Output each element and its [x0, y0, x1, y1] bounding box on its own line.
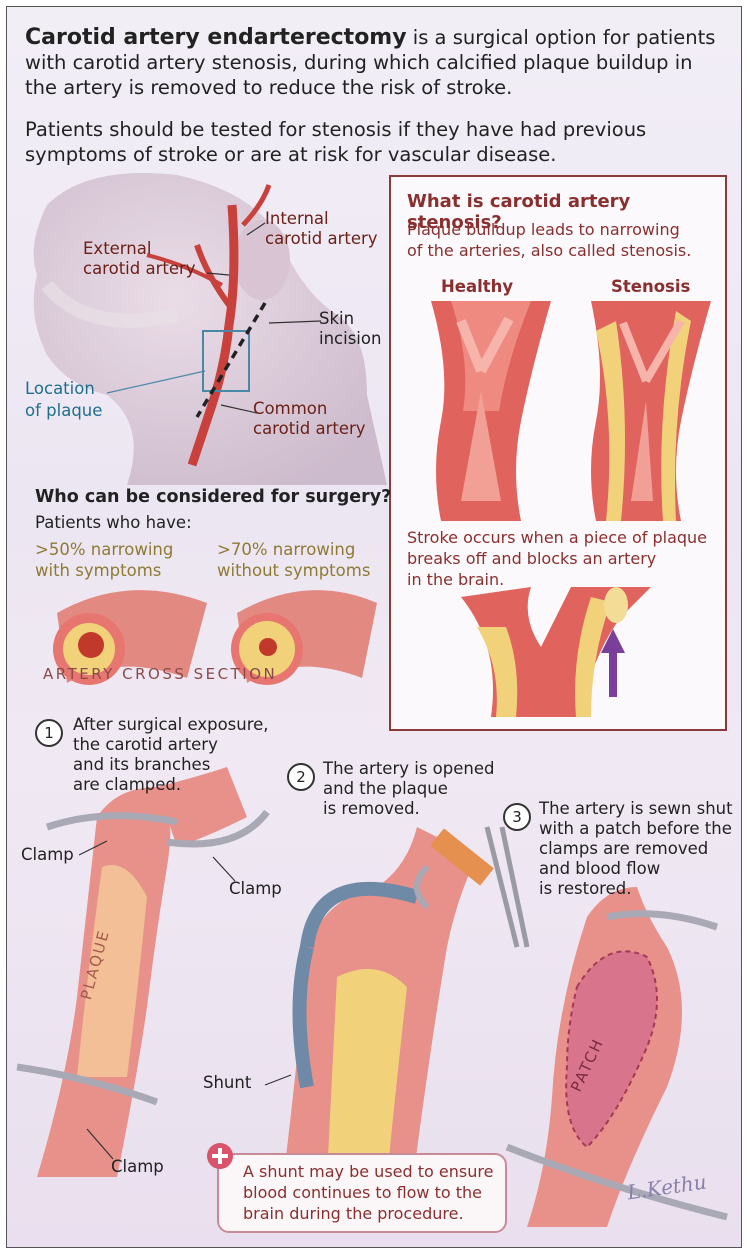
stenosis-box-text-1: Plaque buildup leads to narrowing [407, 220, 680, 239]
internal-carotid-label-1: Internal [265, 209, 329, 228]
external-carotid-label-1: External [83, 239, 152, 258]
stroke-artery-illustration [461, 587, 651, 717]
surgery-candidates-title: Who can be considered for surgery? [35, 487, 392, 507]
shunt-label: Shunt [203, 1073, 252, 1092]
head-neck-illustration [33, 173, 388, 485]
artery-comparison-illustration [431, 301, 711, 521]
common-carotid-label-2: carotid artery [253, 419, 366, 438]
surgery-candidates-subtitle: Patients who have: [35, 513, 192, 532]
step-2-number: 2 [287, 763, 315, 791]
stroke-text-1: Stroke occurs when a piece of plaque [407, 528, 708, 547]
infographic-frame: Carotid artery endarterectomy is a surgi… [6, 6, 742, 1248]
step-3-line-1: The artery is sewn shut [539, 799, 733, 818]
intro-text-1: is a surgical option for patients with c… [25, 26, 716, 99]
step-1-line-2: the carotid artery [73, 735, 218, 754]
external-carotid-label-2: carotid artery [83, 259, 196, 278]
step-3-number: 3 [503, 803, 531, 831]
clamp-label-3: Clamp [111, 1157, 164, 1176]
clamp-label-2: Clamp [229, 879, 282, 898]
option-50-percent-1: >50% narrowing [35, 540, 174, 559]
stenosis-box-title: What is carotid artery stenosis? [407, 191, 631, 233]
stenosis-info-box: What is carotid artery stenosis? Plaque … [389, 175, 727, 731]
stenosis-label: Stenosis [611, 277, 691, 296]
option-50-percent-2: with symptoms [35, 561, 162, 580]
step-3-line-5: is restored. [539, 879, 632, 898]
intro-paragraph: Carotid artery endarterectomy is a surgi… [25, 25, 725, 100]
cross-section-label: ARTERY CROSS SECTION [43, 665, 278, 683]
common-carotid-label-1: Common [253, 399, 328, 418]
skin-incision-label-1: Skin [319, 309, 355, 328]
stenosis-box-text-2: of the arteries, also called stenosis. [407, 241, 692, 260]
step-2-line-3: is removed. [323, 799, 420, 818]
stroke-text-3: in the brain. [407, 570, 505, 589]
option-70-percent-2: without symptoms [217, 561, 371, 580]
step-2-line-1: The artery is opened [323, 759, 495, 778]
artery-cross-sections [53, 590, 377, 685]
shunt-note-box: A shunt may be used to ensure blood cont… [207, 1143, 507, 1233]
medical-cross-icon [207, 1143, 233, 1169]
stroke-text-2: breaks off and blocks an artery [407, 549, 657, 568]
plaque-location-label-1: Location [25, 379, 95, 398]
shunt-note-line-3: brain during the procedure. [243, 1204, 464, 1223]
intro-text-2: Patients should be tested for stenosis i… [25, 118, 647, 166]
step-1-line-3: and its branches [73, 755, 211, 774]
step-3-line-3: clamps are removed [539, 839, 709, 858]
healthy-label: Healthy [441, 277, 514, 296]
step-1-line-4: are clamped. [73, 775, 182, 794]
internal-carotid-label-2: carotid artery [265, 229, 378, 248]
skin-incision-label-2: incision [319, 329, 382, 348]
step-1-line-1: After surgical exposure, [73, 715, 269, 734]
intro-title: Carotid artery endarterectomy [25, 25, 407, 50]
shunt-note-line-2: blood continues to flow to the [243, 1183, 483, 1202]
step-3-line-4: and blood flow [539, 859, 661, 878]
shunt-note-line-1: A shunt may be used to ensure [243, 1162, 494, 1181]
clamp-label-1: Clamp [21, 845, 74, 864]
option-70-percent-1: >70% narrowing [217, 540, 356, 559]
plaque-location-label-2: of plaque [25, 401, 103, 420]
step-1-number: 1 [35, 719, 63, 747]
shunt-note-text: A shunt may be used to ensure blood cont… [243, 1161, 505, 1224]
step-3-line-2: with a patch before the [539, 819, 732, 838]
procedure-illustration [16, 767, 728, 1227]
step-2-line-2: and the plaque [323, 779, 448, 798]
